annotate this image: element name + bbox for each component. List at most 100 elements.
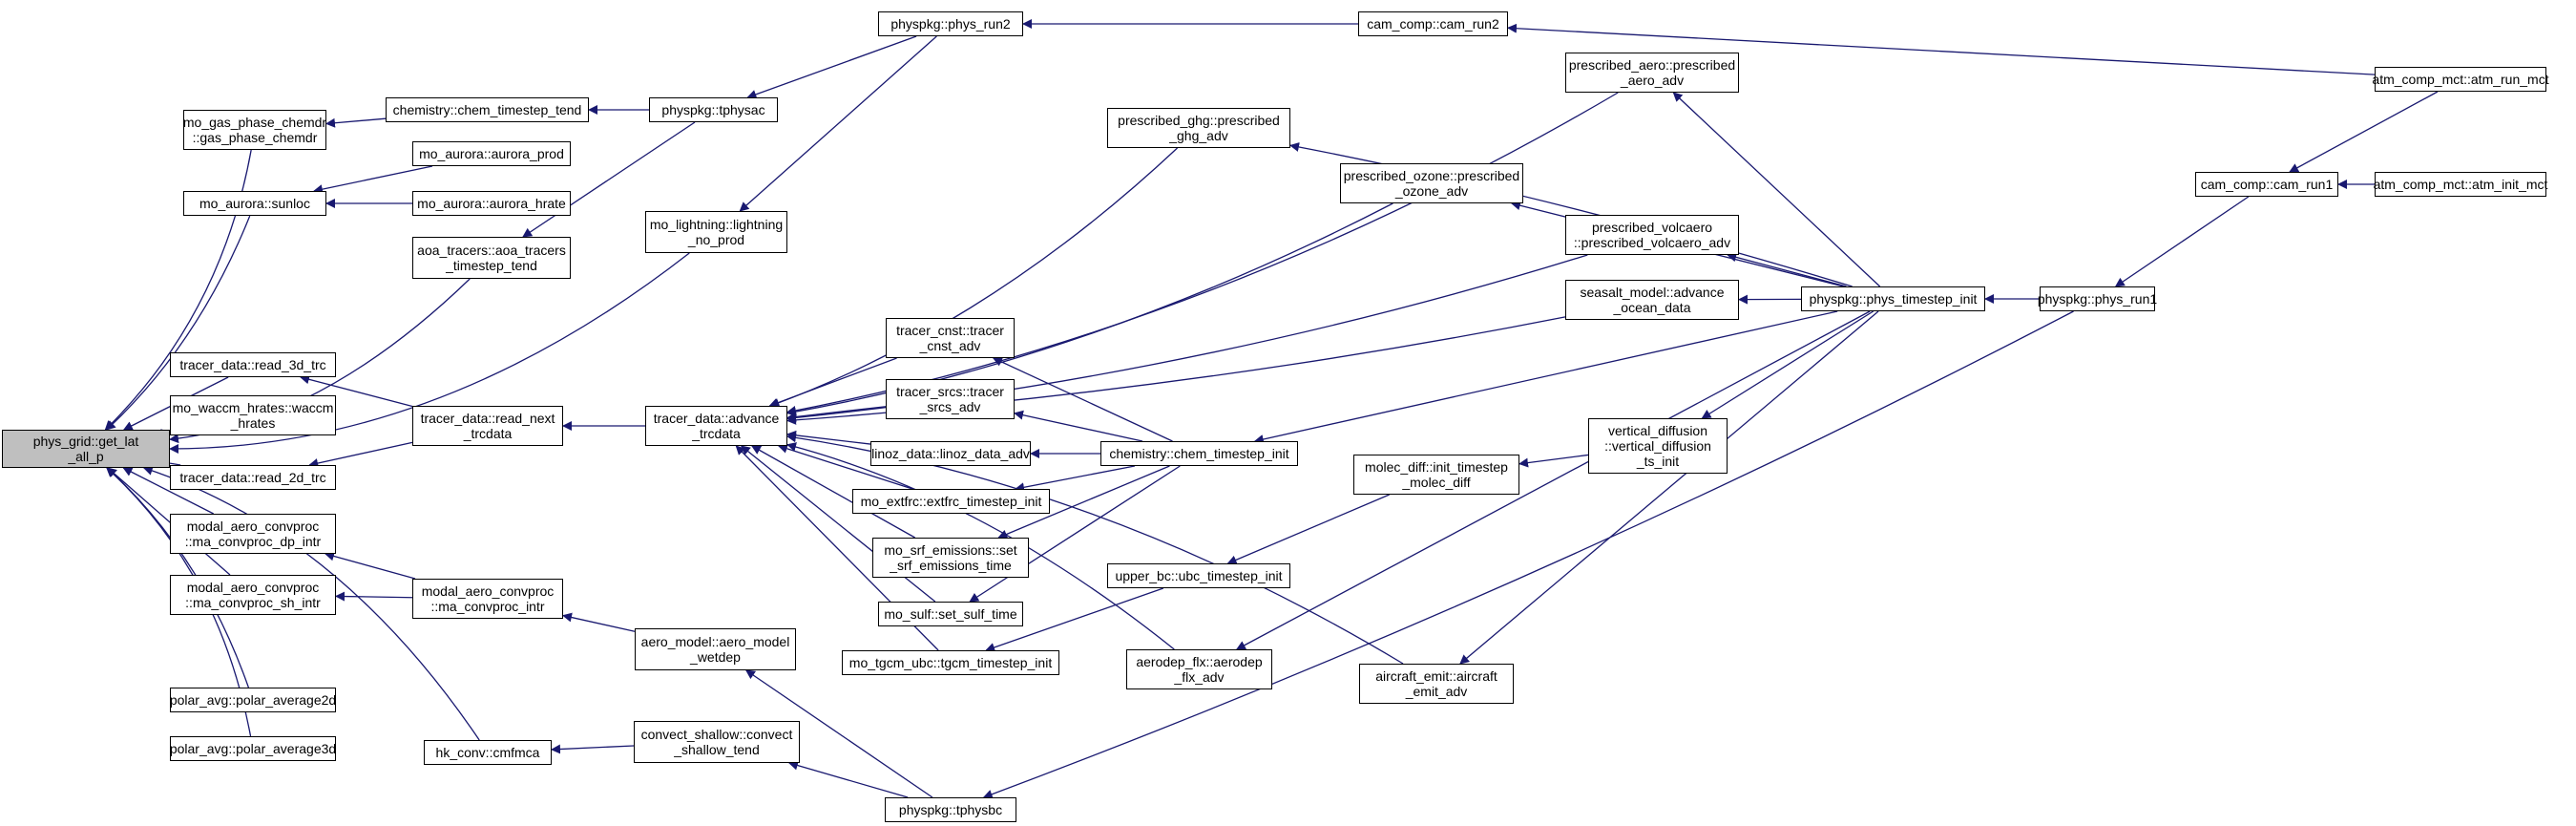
call-edge-wetdep-to-convintr	[562, 612, 636, 632]
call-edge-readnext-to-read2d	[308, 441, 413, 468]
graph-node-label: prescribed_ozone::prescribed _ozone_adv	[1343, 168, 1520, 199]
graph-node-label: modal_aero_convproc ::ma_convproc_dp_int…	[184, 519, 322, 549]
call-edge-chemtsi-to-srcsadv	[1014, 410, 1143, 442]
graph-node-tphysac[interactable]: physpkg::tphysac	[649, 97, 778, 122]
graph-node-srfemis[interactable]: mo_srf_emissions::set _srf_emissions_tim…	[872, 538, 1029, 578]
call-edge-pghg-to-advance	[769, 147, 1179, 408]
graph-node-dpintr[interactable]: modal_aero_convproc ::ma_convproc_dp_int…	[170, 514, 336, 554]
graph-node-root: phys_grid::get_lat _all_p	[2, 430, 170, 468]
graph-node-polar3d[interactable]: polar_avg::polar_average3d	[170, 736, 336, 761]
graph-node-convintr[interactable]: modal_aero_convproc ::ma_convproc_intr	[412, 579, 563, 619]
graph-node-physrun2[interactable]: physpkg::phys_run2	[878, 11, 1023, 36]
call-edge-srfemis-to-advance	[750, 445, 915, 539]
graph-node-campcr2[interactable]: cam_comp::cam_run2	[1358, 11, 1508, 36]
call-edge-vdiff-to-molec	[1518, 454, 1589, 468]
graph-node-label: physpkg::phys_timestep_init	[1809, 291, 1978, 307]
graph-node-label: linoz_data::linoz_data_adv	[871, 446, 1030, 461]
graph-node-sunloc[interactable]: mo_aurora::sunloc	[183, 191, 326, 216]
graph-node-chemtsi[interactable]: chemistry::chem_timestep_init	[1100, 441, 1298, 466]
graph-node-label: modal_aero_convproc ::ma_convproc_sh_int…	[185, 580, 321, 610]
graph-node-aerodep[interactable]: aerodep_flx::aerodep _flx_adv	[1126, 649, 1272, 689]
graph-node-label: tracer_data::read_2d_trc	[179, 470, 326, 485]
graph-node-ahrate[interactable]: mo_aurora::aurora_hrate	[412, 191, 571, 216]
graph-node-label: molec_diff::init_timestep _molec_diff	[1365, 459, 1508, 490]
graph-node-molec[interactable]: molec_diff::init_timestep _molec_diff	[1353, 455, 1519, 495]
graph-node-label: physpkg::phys_run1	[2037, 291, 2158, 307]
graph-node-label: prescribed_aero::prescribed _aero_adv	[1568, 57, 1736, 88]
graph-node-label: aircraft_emit::aircraft _emit_adv	[1375, 668, 1497, 699]
graph-node-linoz[interactable]: linoz_data::linoz_data_adv	[870, 441, 1031, 466]
graph-node-read3d[interactable]: tracer_data::read_3d_trc	[170, 352, 336, 377]
graph-node-waccm[interactable]: mo_waccm_hrates::waccm _hrates	[170, 395, 336, 435]
graph-node-vdiff[interactable]: vertical_diffusion ::vertical_diffusion …	[1588, 418, 1728, 474]
graph-node-shintr[interactable]: modal_aero_convproc ::ma_convproc_sh_int…	[170, 575, 336, 615]
call-edge-physrun2-to-lightning	[739, 35, 937, 212]
graph-node-aircraft[interactable]: aircraft_emit::aircraft _emit_adv	[1359, 664, 1514, 704]
graph-node-aoa[interactable]: aoa_tracers::aoa_tracers _timestep_tend	[412, 237, 571, 279]
graph-node-physrun1[interactable]: physpkg::phys_run1	[2037, 286, 2158, 311]
graph-node-wetdep[interactable]: aero_model::aero_model _wetdep	[635, 628, 796, 670]
call-edge-srcsadv-to-advance	[786, 406, 887, 422]
graph-node-pozone[interactable]: prescribed_ozone::prescribed _ozone_adv	[1340, 163, 1523, 203]
graph-node-label: aerodep_flx::aerodep _flx_adv	[1136, 654, 1263, 685]
graph-node-srcsadv[interactable]: tracer_srcs::tracer _srcs_adv	[886, 379, 1015, 419]
graph-node-extfrc[interactable]: mo_extfrc::extfrc_timestep_init	[852, 489, 1050, 514]
graph-node-label: mo_srf_emissions::set _srf_emissions_tim…	[884, 542, 1017, 573]
graph-node-chemtend[interactable]: chemistry::chem_timestep_tend	[386, 97, 589, 122]
graph-node-pghg[interactable]: prescribed_ghg::prescribed _ghg_adv	[1107, 108, 1290, 148]
graph-node-label: mo_gas_phase_chemdr ::gas_phase_chemdr	[182, 115, 327, 145]
call-edge-convshallow-to-cmfmca	[551, 744, 635, 754]
call-edge-physts-to-aerodep	[1235, 310, 1871, 650]
graph-node-paero[interactable]: prescribed_aero::prescribed _aero_adv	[1565, 53, 1739, 93]
graph-node-label: seasalt_model::advance _ocean_data	[1580, 285, 1725, 315]
call-edge-chemtsi-to-srfemis	[997, 465, 1170, 540]
graph-node-label: physpkg::tphysac	[661, 102, 765, 117]
graph-node-physts[interactable]: physpkg::phys_timestep_init	[1801, 286, 1985, 311]
graph-node-sulf[interactable]: mo_sulf::set_sulf_time	[878, 602, 1023, 626]
graph-node-label: aoa_tracers::aoa_tracers _timestep_tend	[417, 243, 566, 273]
call-edge-molec-to-ubcinit	[1226, 494, 1390, 565]
call-edge-ubcinit-to-tgcm	[985, 587, 1164, 652]
graph-node-atminit[interactable]: atm_comp_mct::atm_init_mct	[2374, 172, 2547, 197]
graph-node-gas[interactable]: mo_gas_phase_chemdr ::gas_phase_chemdr	[183, 110, 326, 150]
graph-node-cnstadv[interactable]: tracer_cnst::tracer _cnst_adv	[886, 318, 1015, 358]
graph-node-label: atm_comp_mct::atm_run_mct	[2372, 72, 2549, 87]
graph-node-advance[interactable]: tracer_data::advance _trcdata	[645, 406, 787, 446]
graph-node-seasalt[interactable]: seasalt_model::advance _ocean_data	[1565, 280, 1739, 320]
graph-node-polar2d[interactable]: polar_avg::polar_average2d	[170, 688, 336, 712]
call-edge-tphysac-to-aoa	[522, 121, 696, 238]
graph-node-label: mo_extfrc::extfrc_timestep_init	[860, 494, 1042, 509]
graph-node-tphysbc[interactable]: physpkg::tphysbc	[885, 797, 1016, 822]
graph-node-label: upper_bc::ubc_timestep_init	[1115, 568, 1283, 583]
graph-node-label: prescribed_ghg::prescribed _ghg_adv	[1118, 113, 1280, 143]
graph-node-label: mo_sulf::set_sulf_time	[884, 606, 1017, 622]
graph-node-label: modal_aero_convproc ::ma_convproc_intr	[421, 583, 555, 614]
call-edge-convintr-to-shintr	[335, 591, 413, 602]
graph-node-label: tracer_data::read_3d_trc	[179, 357, 326, 372]
graph-node-label: cam_comp::cam_run2	[1367, 16, 1499, 32]
graph-node-label: tracer_srcs::tracer _srcs_adv	[896, 384, 1004, 414]
graph-node-label: physpkg::tphysbc	[898, 802, 1003, 817]
graph-node-label: mo_tgcm_ubc::tgcm_timestep_init	[848, 655, 1053, 670]
graph-node-convshallow[interactable]: convect_shallow::convect _shallow_tend	[634, 721, 800, 763]
graph-node-tgcm[interactable]: mo_tgcm_ubc::tgcm_timestep_init	[842, 650, 1059, 675]
graph-node-read2d[interactable]: tracer_data::read_2d_trc	[170, 465, 336, 490]
graph-node-lightning[interactable]: mo_lightning::lightning _no_prod	[645, 211, 787, 253]
call-edge-physts-to-pvolc	[1727, 252, 1847, 287]
graph-node-pvolc[interactable]: prescribed_volcaero ::prescribed_volcaer…	[1565, 215, 1739, 255]
call-edge-pozone-to-advance	[786, 202, 1393, 417]
call-edge-camrun1-to-physrun1	[2114, 196, 2250, 287]
graph-node-cmfmca[interactable]: hk_conv::cmfmca	[424, 740, 552, 765]
graph-node-label: phys_grid::get_lat _all_p	[32, 434, 139, 464]
call-edge-shintr-to-root	[107, 467, 231, 576]
graph-node-camrun1[interactable]: cam_comp::cam_run1	[2195, 172, 2338, 197]
call-edge-tphysbc-to-convshallow	[787, 760, 909, 798]
graph-node-ubcinit[interactable]: upper_bc::ubc_timestep_init	[1107, 563, 1290, 588]
call-edge-sunloc-to-root	[105, 215, 251, 431]
graph-node-aprod[interactable]: mo_aurora::aurora_prod	[412, 141, 571, 166]
graph-node-atmrun[interactable]: atm_comp_mct::atm_run_mct	[2372, 67, 2549, 92]
call-edge-chemtsi-to-extfrc	[1015, 465, 1136, 493]
call-edge-physts-to-chemtsi	[1253, 310, 1838, 444]
graph-node-readnext[interactable]: tracer_data::read_next _trcdata	[412, 406, 563, 446]
